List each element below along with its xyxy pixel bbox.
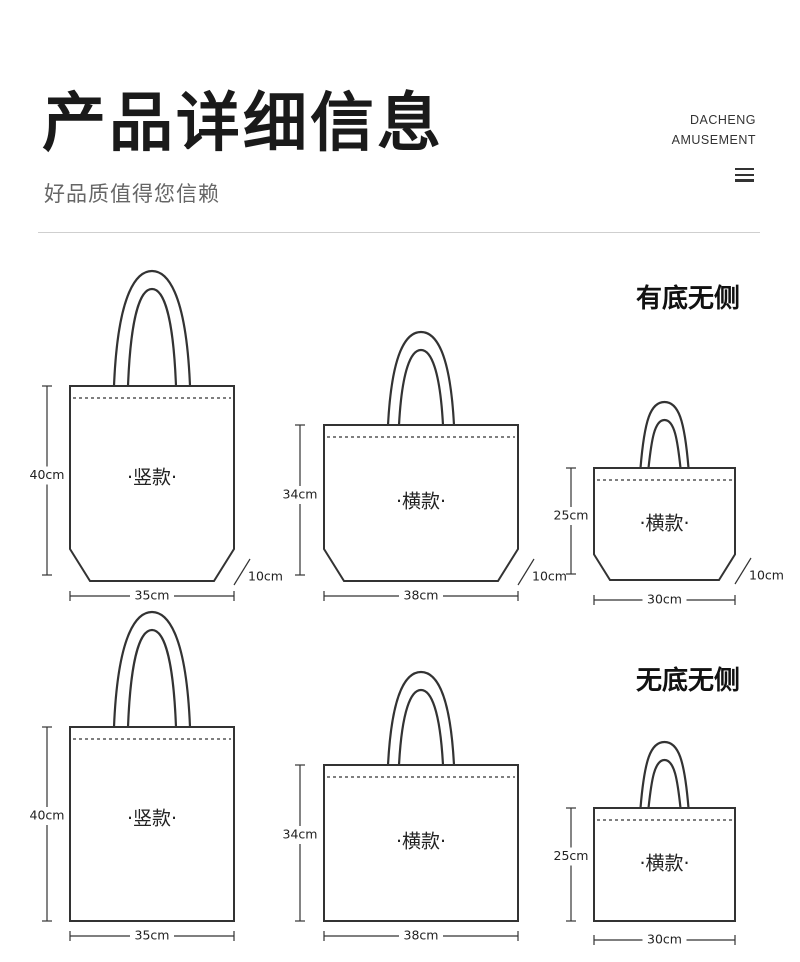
brand-line-1: DACHENG xyxy=(689,113,756,127)
height-label: 34cm xyxy=(283,827,318,842)
height-label-bg xyxy=(282,826,318,844)
bag-handle-inner xyxy=(397,688,445,766)
depth-label: 10cm xyxy=(532,569,567,584)
width-label-bg xyxy=(399,928,443,944)
section-heading-flat: 无底无侧 xyxy=(635,666,740,696)
brand-line-2: AMUSEMENT xyxy=(671,133,756,147)
bag-body xyxy=(69,726,235,922)
bag-body xyxy=(323,764,519,922)
width-label-bg xyxy=(642,932,687,948)
height-label: 40cm xyxy=(30,467,65,482)
bag-style-label: ·竖款· xyxy=(127,467,177,489)
bag-body xyxy=(69,385,235,582)
bag-body xyxy=(593,807,736,922)
height-label-bg xyxy=(29,807,65,825)
bag-handle-inner xyxy=(647,418,682,469)
bag-handle-outer xyxy=(639,740,690,809)
bag-handle-outer xyxy=(386,330,456,426)
width-label: 38cm xyxy=(404,928,439,943)
bag-2-2 xyxy=(323,670,519,922)
page-title: 产品详细信息 xyxy=(42,87,444,161)
depth-dimension-line xyxy=(734,557,752,585)
bag-handle-outer xyxy=(112,610,192,728)
height-label: 25cm xyxy=(554,508,589,523)
width-label: 35cm xyxy=(135,588,170,603)
height-label-bg xyxy=(282,486,318,504)
height-label: 40cm xyxy=(30,808,65,823)
bag-style-label: ·竖款· xyxy=(127,808,177,830)
menu-icon[interactable] xyxy=(735,168,754,182)
bag-handle-inner xyxy=(126,287,178,387)
bag-body xyxy=(323,424,519,582)
bag-1-2 xyxy=(323,330,519,582)
bag-style-label: ·横款· xyxy=(639,853,689,875)
depth-dimension-line xyxy=(233,558,251,586)
height-label-bg xyxy=(29,466,65,485)
bag-1-3 xyxy=(593,400,736,581)
bag-handle-inner xyxy=(126,628,178,728)
bag-style-label: ·横款· xyxy=(396,491,446,513)
bag-2-3 xyxy=(593,740,736,922)
height-label: 34cm xyxy=(283,487,318,502)
bag-2-1 xyxy=(69,610,235,922)
bag-handle-outer xyxy=(386,670,456,766)
height-label-bg xyxy=(553,507,589,525)
width-label-bg xyxy=(642,592,687,608)
width-label-bg xyxy=(130,588,174,604)
brand-name: DACHENG AMUSEMENT xyxy=(672,110,756,150)
width-label: 30cm xyxy=(647,592,682,607)
width-label-bg xyxy=(130,928,174,944)
bag-handle-outer xyxy=(639,400,690,469)
depth-label: 10cm xyxy=(749,568,784,583)
width-label-bg xyxy=(399,588,443,604)
bag-handle-inner xyxy=(647,758,682,809)
height-label-bg xyxy=(553,847,589,866)
section-heading-with-bottom: 有底无侧 xyxy=(635,284,740,314)
width-label: 30cm xyxy=(647,932,682,947)
depth-dimension-line xyxy=(517,558,535,586)
bag-1-1 xyxy=(69,269,235,582)
bag-handle-outer xyxy=(112,269,192,387)
bag-style-label: ·横款· xyxy=(639,513,689,535)
header-divider xyxy=(38,232,760,233)
depth-label: 10cm xyxy=(248,569,283,584)
bag-style-label: ·横款· xyxy=(396,831,446,853)
height-label: 25cm xyxy=(554,848,589,863)
width-label: 38cm xyxy=(404,588,439,603)
bag-body xyxy=(593,467,736,581)
bag-handle-inner xyxy=(397,348,445,426)
page-subtitle: 好品质值得您信赖 xyxy=(44,182,220,206)
width-label: 35cm xyxy=(135,928,170,943)
